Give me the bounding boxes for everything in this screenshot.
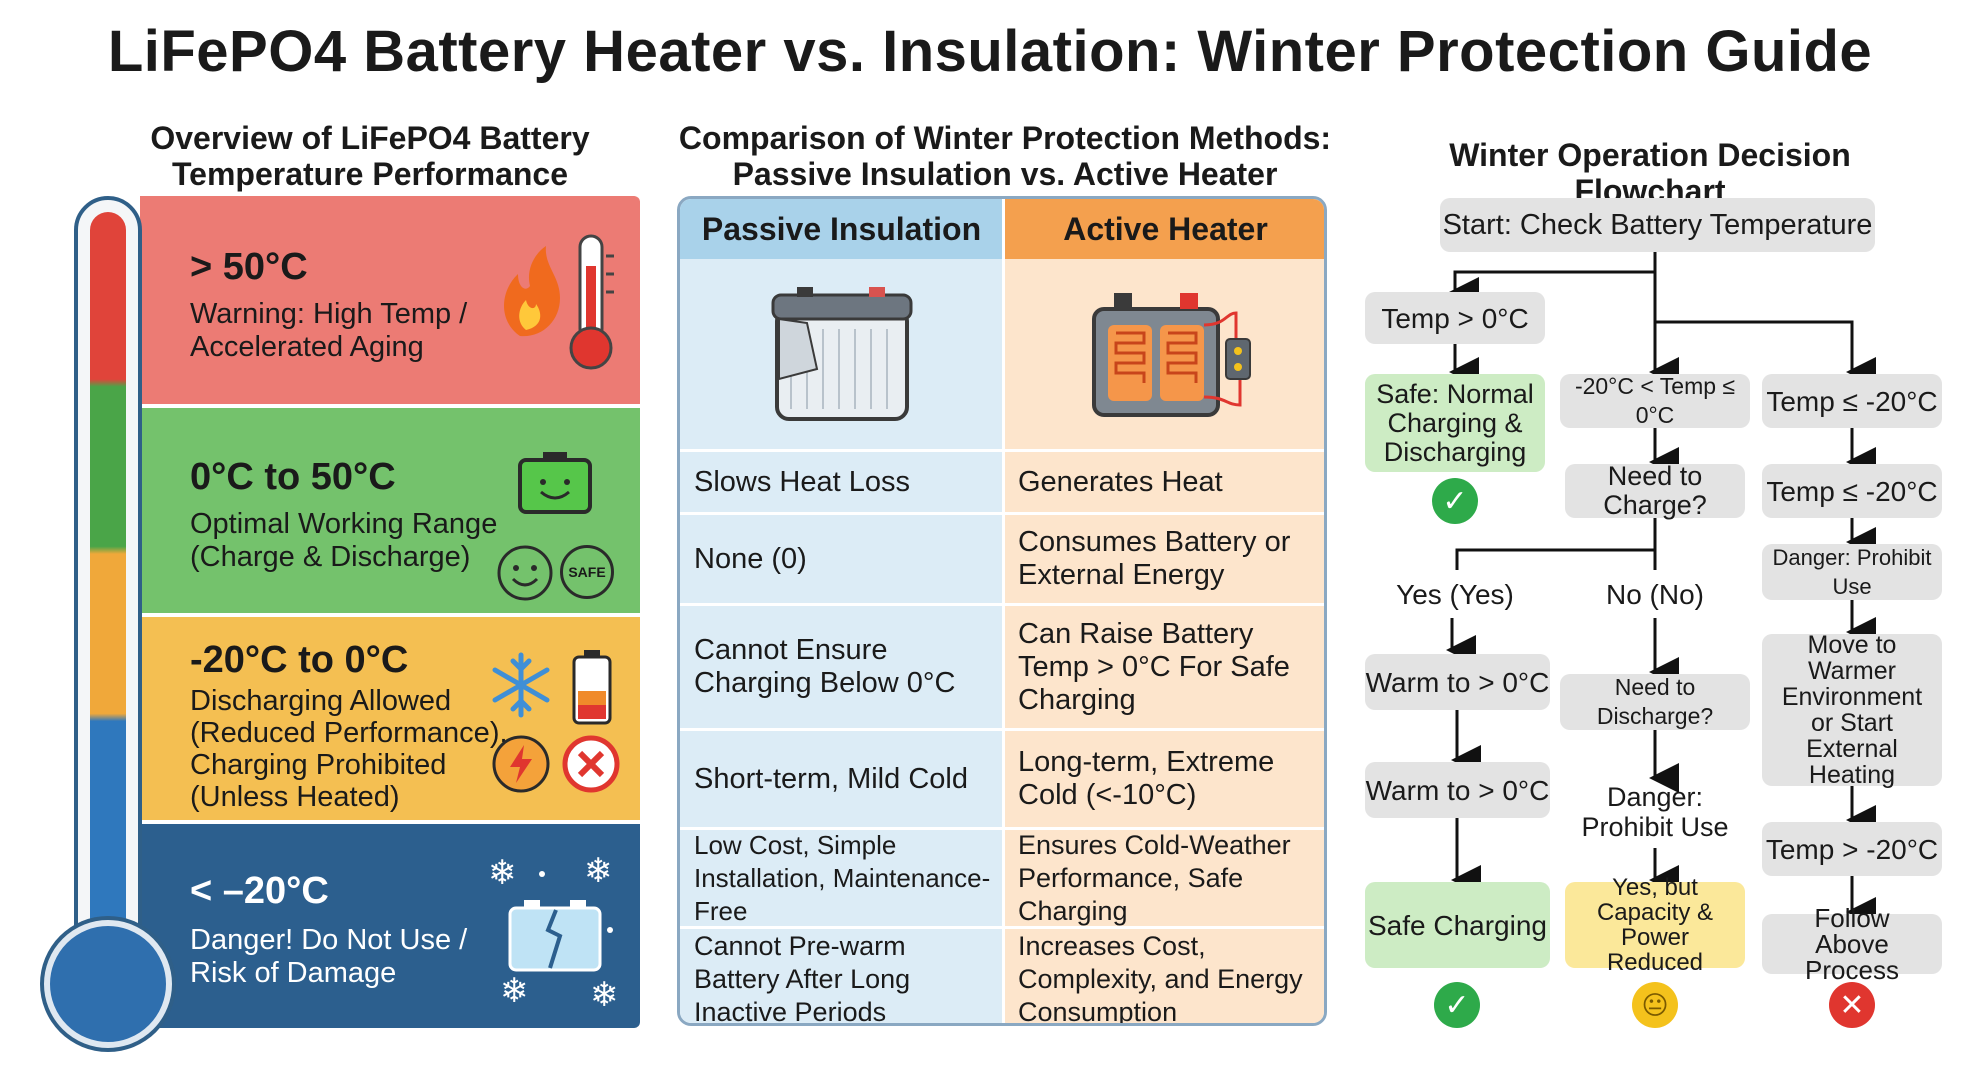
active-cell: Consumes Battery or External Energy [1004, 515, 1324, 603]
neutral-face-icon: 😐 [1632, 982, 1678, 1028]
comparison-title: Comparison of Winter Protection Methods:… [660, 120, 1350, 192]
insulated-battery-icon [771, 287, 912, 421]
zone-desc-3: Charging Prohibited [190, 749, 447, 781]
fire-thermometer-icon [504, 234, 614, 370]
zone-danger: < –20°C Danger! Do Not Use / Risk of Dam… [140, 824, 640, 1028]
page-title: LiFePO4 Battery Heater vs. Insulation: W… [107, 19, 1873, 84]
error-x-icon: ✕ [1829, 982, 1875, 1028]
overview-title: Overview of LiFePO4 Battery Temperature … [120, 120, 620, 192]
flowchart-title: Winter Operation Decision Flowchart [1449, 137, 1851, 209]
flow-temp-below-1: Temp ≤ -20°C [1762, 374, 1942, 428]
comparison-title-line2: Passive Insulation vs. Active Heater [732, 156, 1278, 192]
zone-desc-2: (Charge & Discharge) [190, 541, 471, 573]
overview-title-line1: Overview of LiFePO4 Battery [150, 120, 590, 156]
flow-danger-right: Danger: Prohibit Use [1762, 544, 1942, 600]
zone-optimal: 0°C to 50°C Optimal Working Range (Charg… [140, 408, 640, 613]
overview-title-line2: Temperature Performance [172, 156, 568, 192]
temperature-zones-panel: > 50°C Warning: High Temp / Accelerated … [140, 196, 640, 1028]
active-cell: Long-term, Extreme Cold (<-10°C) [1004, 731, 1324, 827]
svg-text:❄: ❄ [590, 976, 619, 1014]
svg-text:❄: ❄ [488, 854, 517, 892]
flow-yes-label: Yes (Yes) [1396, 579, 1514, 610]
frozen-battery-icon: ❄ ❄ ❄ ❄ [488, 852, 619, 1014]
active-cell: Increases Cost, Complexity, and Energy C… [1004, 929, 1324, 1023]
zone-desc-1: Danger! Do Not Use / [190, 924, 468, 956]
thermometer-scale [90, 212, 126, 972]
flow-follow-process: Follow Above Process [1762, 905, 1942, 983]
zone-desc-2: (Reduced Performance). [190, 717, 508, 749]
zone-desc-2: Risk of Damage [190, 957, 397, 989]
insulation-illustration [680, 259, 1003, 449]
svg-text:❄: ❄ [584, 852, 613, 890]
active-cell: Ensures Cold-Weather Performance, Safe C… [1004, 830, 1324, 926]
active-cell: Can Raise Battery Temp > 0°C For Safe Ch… [1004, 606, 1324, 728]
zone-desc-1: Warning: High Temp / [190, 298, 468, 330]
heater-illustration [1004, 259, 1324, 449]
svg-text:❄: ❄ [500, 972, 529, 1010]
flow-danger-middle: Danger: Prohibit Use [1581, 782, 1729, 842]
active-cell: Generates Heat [1004, 452, 1324, 512]
header-passive-insulation: Passive Insulation [680, 199, 1003, 259]
comparison-table: Passive Insulation Active Heater [677, 196, 1327, 1026]
thermometer-bulb [44, 920, 172, 1048]
flow-temp-above-zero: Temp > 0°C [1365, 292, 1545, 344]
flow-need-to-discharge: Need to Discharge? [1560, 674, 1750, 730]
column-divider [1002, 199, 1005, 1023]
flow-warm-2: Warm to > 0°C [1365, 762, 1550, 818]
flow-need-to-charge: Need to Charge? [1565, 462, 1745, 520]
flow-reduced-capacity: Yes, but Capacity & Power Reduced [1565, 875, 1745, 975]
flow-temp-above-minus20: Temp > -20°C [1762, 822, 1942, 876]
zone-range: 0°C to 50°C [190, 456, 396, 498]
flow-safe-normal: Safe: Normal Charging & Discharging [1365, 374, 1545, 472]
prohibited-icon [562, 735, 620, 793]
zone-high-temp: > 50°C Warning: High Temp / Accelerated … [140, 196, 640, 404]
passive-cell: Cannot Pre-warm Battery After Long Inact… [680, 929, 1003, 1023]
smiley-icon [497, 545, 553, 601]
zone-desc-4: (Unless Heated) [190, 781, 400, 813]
ok-check-icon: ✓ [1432, 478, 1478, 524]
passive-cell: None (0) [680, 515, 1003, 603]
passive-cell: Cannot Ensure Charging Below 0°C [680, 606, 1003, 728]
zone-cold: -20°C to 0°C Discharging Allowed (Reduce… [140, 617, 640, 820]
flow-temp-between: -20°C < Temp ≤ 0°C [1560, 373, 1750, 428]
header-active-heater: Active Heater [1004, 199, 1324, 259]
charging-warning-icon [492, 735, 550, 793]
comparison-title-line1: Comparison of Winter Protection Methods: [678, 120, 1332, 156]
passive-cell: Slows Heat Loss [680, 452, 1003, 512]
flow-safe-charging: Safe Charging [1365, 882, 1550, 968]
ok-check-icon: ✓ [1434, 982, 1480, 1028]
zone-range: -20°C to 0°C [190, 639, 409, 681]
flow-start: Start: Check Battery Temperature [1440, 198, 1875, 252]
zone-desc-1: Optimal Working Range [190, 508, 498, 540]
snowflake-icon [492, 652, 550, 718]
passive-cell: Short-term, Mild Cold [680, 731, 1003, 827]
zone-range: > 50°C [190, 246, 308, 288]
safe-badge: SAFE [560, 545, 614, 599]
heated-battery-icon [1091, 293, 1251, 417]
flow-no-label: No (No) [1605, 579, 1704, 610]
flow-warm-1: Warm to > 0°C [1365, 654, 1550, 710]
low-battery-icon [572, 650, 612, 725]
zone-range: < –20°C [190, 870, 329, 912]
flow-move-warmer: Move to Warmer Environment or Start Exte… [1762, 632, 1942, 788]
zone-desc-2: Accelerated Aging [190, 331, 424, 363]
passive-cell: Low Cost, Simple Installation, Maintenan… [680, 830, 1003, 926]
flow-temp-below-2: Temp ≤ -20°C [1762, 464, 1942, 518]
zone-desc-1: Discharging Allowed [190, 685, 452, 717]
happy-battery-icon [518, 452, 592, 514]
